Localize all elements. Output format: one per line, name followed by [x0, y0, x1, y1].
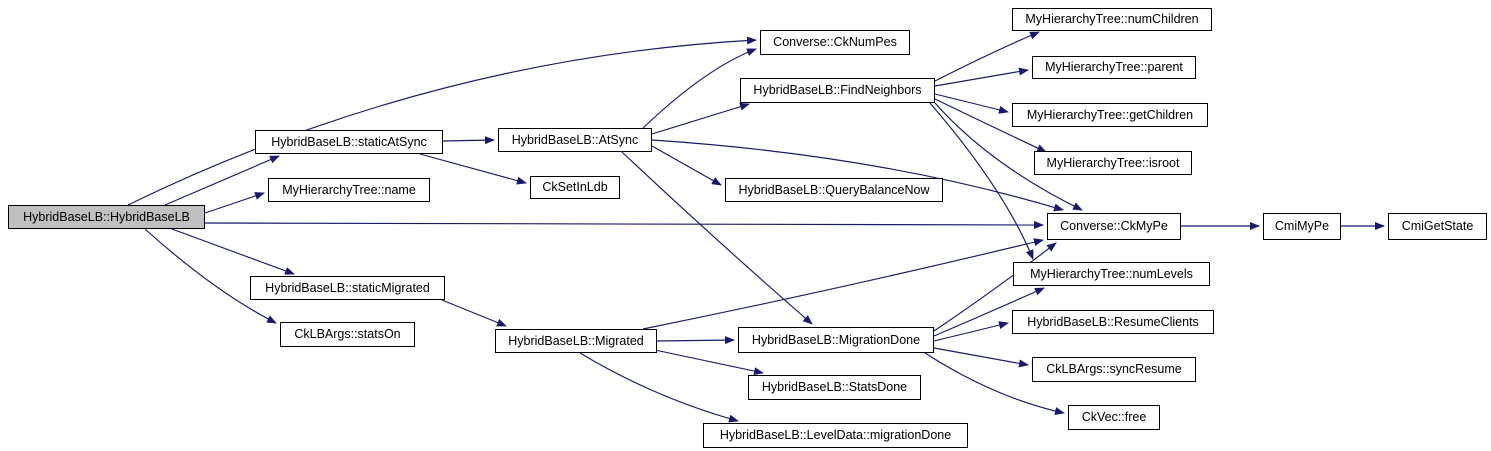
call-edge-hybrid-base-lb-to-ck-my-pe: [204, 220, 1044, 229]
graph-node-find-neighbors[interactable]: HybridBaseLB::FindNeighbors: [740, 78, 935, 103]
call-edge-find-neighbors-to-tree-parent: [934, 67, 1029, 87]
call-edge-hybrid-base-lb-to-ck-num-pes: [127, 36, 757, 206]
graph-node-tree-parent[interactable]: MyHierarchyTree::parent: [1032, 56, 1196, 79]
graph-node-get-children[interactable]: MyHierarchyTree::getChildren: [1012, 103, 1208, 127]
graph-node-ck-set-in-ldb[interactable]: CkSetInLdb: [530, 176, 620, 199]
call-edge-hybrid-base-lb-to-static-migrated: [171, 228, 295, 275]
graph-node-static-at-sync[interactable]: HybridBaseLB::staticAtSync: [255, 130, 443, 154]
call-edge-at-sync-to-ck-my-pe: [651, 139, 1064, 212]
graph-node-sync-resume[interactable]: CkLBArgs::syncResume: [1032, 357, 1196, 382]
graph-node-num-children[interactable]: MyHierarchyTree::numChildren: [1012, 8, 1212, 31]
graph-node-at-sync[interactable]: HybridBaseLB::AtSync: [498, 128, 652, 152]
graph-node-query-balance-now[interactable]: HybridBaseLB::QueryBalanceNow: [725, 178, 943, 202]
call-edge-migrated-to-level-data-migration-done: [579, 352, 739, 423]
graph-node-isroot[interactable]: MyHierarchyTree::isroot: [1034, 151, 1192, 175]
call-edge-hybrid-base-lb-to-static-at-sync: [164, 155, 280, 206]
call-edge-static-at-sync-to-at-sync: [442, 136, 495, 145]
call-edge-hybrid-base-lb-to-tree-name: [204, 192, 265, 214]
call-edge-migration-done-to-ck-vec-free: [924, 352, 1065, 415]
graph-node-static-migrated[interactable]: HybridBaseLB::staticMigrated: [250, 276, 445, 300]
graph-node-cmi-get-state[interactable]: CmiGetState: [1388, 213, 1487, 240]
call-edge-hybrid-base-lb-to-stats-on: [144, 228, 277, 324]
graph-node-hybrid-base-lb: HybridBaseLB::HybridBaseLB: [8, 205, 205, 229]
graph-node-tree-name[interactable]: MyHierarchyTree::name: [268, 178, 430, 202]
graph-node-resume-clients[interactable]: HybridBaseLB::ResumeClients: [1012, 310, 1214, 334]
graph-node-ck-vec-free[interactable]: CkVec::free: [1068, 405, 1160, 430]
call-edge-migration-done-to-sync-resume: [933, 347, 1029, 368]
call-edge-migration-done-to-ck-my-pe: [933, 242, 1057, 332]
call-edge-migrated-to-stats-done: [654, 349, 764, 376]
call-edge-find-neighbors-to-ck-my-pe: [934, 102, 1083, 211]
call-edge-at-sync-to-find-neighbors: [651, 102, 750, 135]
graph-node-migration-done[interactable]: HybridBaseLB::MigrationDone: [738, 327, 934, 353]
call-edge-find-neighbors-to-isroot: [934, 98, 1047, 153]
call-edge-find-neighbors-to-num-children: [934, 31, 1040, 82]
graph-node-cmi-my-pe[interactable]: CmiMyPe: [1263, 213, 1341, 240]
graph-node-ck-num-pes[interactable]: Converse::CkNumPes: [760, 30, 910, 55]
graph-node-stats-done[interactable]: HybridBaseLB::StatsDone: [748, 375, 921, 400]
graph-node-num-levels[interactable]: MyHierarchyTree::numLevels: [1013, 262, 1210, 286]
call-edge-at-sync-to-ck-num-pes: [642, 48, 757, 129]
call-edge-static-at-sync-to-ck-set-in-ldb: [419, 153, 527, 185]
call-edge-find-neighbors-to-get-children: [934, 93, 1009, 114]
call-edge-migration-done-to-resume-clients: [933, 321, 1009, 342]
call-edge-migrated-to-ck-my-pe: [642, 238, 1044, 330]
graph-node-ck-my-pe[interactable]: Converse::CkMyPe: [1047, 213, 1181, 240]
graph-node-level-data-migration-done[interactable]: HybridBaseLB::LevelData::migrationDone: [703, 423, 968, 448]
call-edge-at-sync-to-query-balance-now: [651, 145, 722, 186]
call-edge-at-sync-to-migration-done: [621, 151, 813, 325]
graph-node-stats-on[interactable]: CkLBArgs::statsOn: [280, 322, 415, 347]
call-edge-find-neighbors-to-num-levels: [929, 102, 1034, 260]
graph-node-migrated[interactable]: HybridBaseLB::Migrated: [495, 329, 657, 353]
call-edge-migration-done-to-num-levels: [933, 287, 1045, 337]
call-edge-static-migrated-to-migrated: [441, 299, 507, 327]
call-edge-migrated-to-migration-done: [656, 336, 735, 345]
